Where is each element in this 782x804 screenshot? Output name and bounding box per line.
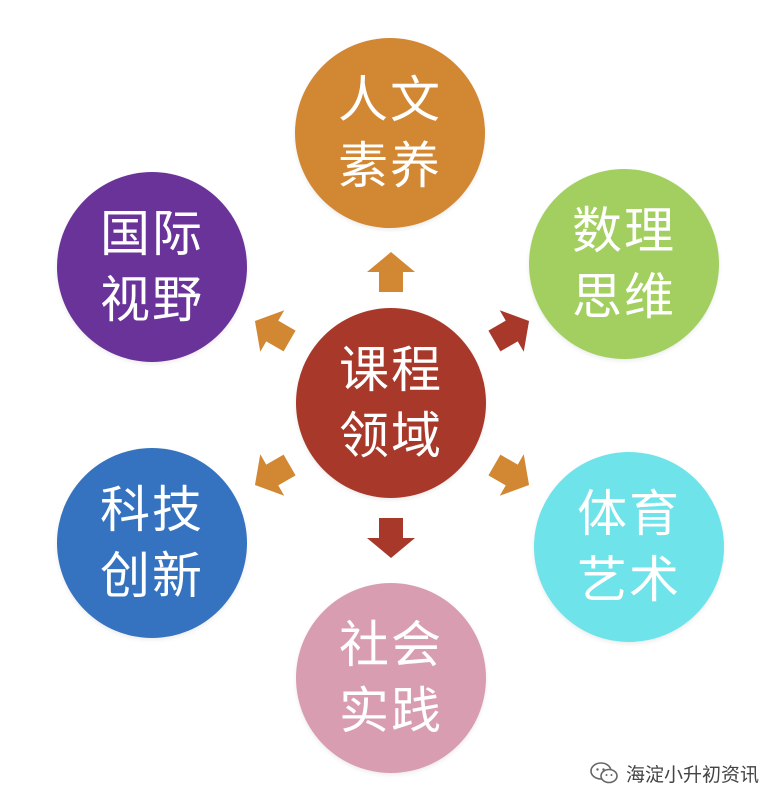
node-sports-arts-line-1: 体育 — [577, 485, 681, 543]
arrow-down — [367, 518, 415, 558]
node-global-vision-line-1: 国际 — [100, 205, 204, 263]
arrow-up — [367, 252, 415, 292]
node-sports-arts: 体育 艺术 — [534, 452, 724, 642]
arrow-lower-left-shape — [254, 454, 296, 496]
node-humanities-line-1: 人文 — [338, 71, 442, 129]
node-global-vision: 国际 视野 — [57, 172, 247, 362]
center-label-line-2: 领域 — [339, 407, 443, 465]
node-tech-innovation-line-1: 科技 — [100, 481, 204, 539]
center-label-line-1: 课程 — [339, 341, 443, 399]
node-math-thinking-line-2: 思维 — [572, 268, 676, 326]
node-tech-innovation-line-2: 创新 — [100, 547, 204, 605]
node-sports-arts-line-2: 艺术 — [577, 551, 681, 609]
wechat-icon — [590, 762, 618, 784]
node-social-practice-line-1: 社会 — [339, 616, 443, 674]
arrow-upper-right — [488, 310, 530, 352]
watermark-text: 海淀小升初资讯 — [626, 763, 760, 786]
node-humanities: 人文 素养 — [295, 38, 485, 228]
node-social-practice: 社会 实践 — [296, 583, 486, 773]
node-math-thinking-line-1: 数理 — [572, 202, 676, 260]
node-humanities-line-2: 素养 — [338, 137, 442, 195]
arrow-lower-right — [488, 454, 530, 496]
node-math-thinking: 数理 思维 — [529, 169, 719, 359]
arrow-up-shape — [367, 252, 415, 292]
arrow-upper-left-shape — [254, 310, 296, 352]
node-global-vision-line-2: 视野 — [100, 271, 204, 329]
arrow-upper-right-shape — [488, 310, 530, 352]
arrow-lower-left — [254, 454, 296, 496]
arrow-down-shape — [367, 518, 415, 558]
node-tech-innovation: 科技 创新 — [57, 448, 247, 638]
node-social-practice-line-2: 实践 — [339, 682, 443, 740]
center-node: 课程 领域 — [296, 308, 486, 498]
arrow-lower-right-shape — [488, 454, 530, 496]
watermark: 海淀小升初资讯 — [590, 760, 759, 786]
arrow-upper-left — [254, 310, 296, 352]
